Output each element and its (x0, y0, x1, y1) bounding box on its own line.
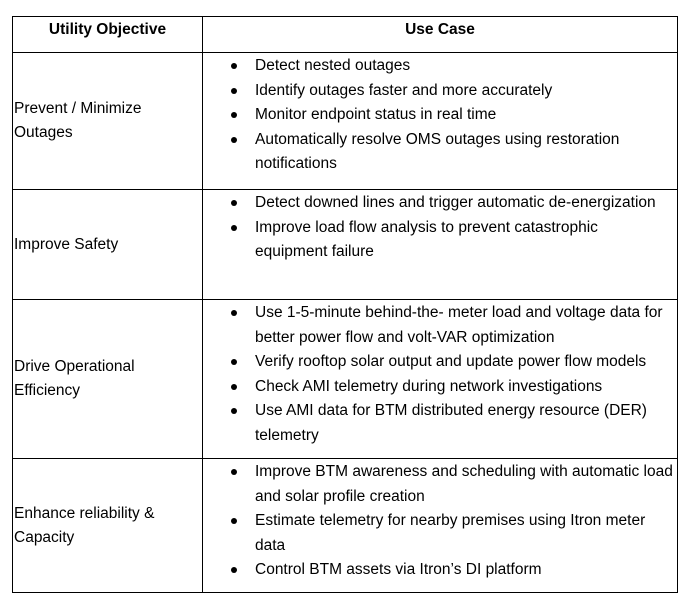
list-item: Monitor endpoint status in real time (203, 103, 673, 128)
use-case-text: Detect nested outages (255, 57, 411, 74)
bullet-icon (231, 224, 237, 231)
table-row: Improve Safety Detect downed lines and t… (12, 189, 678, 300)
use-case-text: Check AMI telemetry during network inves… (255, 377, 603, 395)
header-use-case: Use Case (202, 16, 678, 53)
use-case-list: Use 1-5-minute behind-the- meter load an… (203, 301, 673, 448)
objective-cell: Improve Safety (12, 189, 203, 300)
use-case-text: Use 1-5-minute behind-the- meter load an… (255, 304, 663, 346)
list-item: Detect downed lines and trigger automati… (203, 191, 673, 216)
use-case-list: Improve BTM awareness and scheduling wit… (203, 460, 673, 583)
list-item: Control BTM assets via Itron’s DI platfo… (203, 558, 673, 583)
use-case-text: Identify outages faster and more accurat… (255, 81, 553, 99)
use-case-text: Verify rooftop solar output and update p… (255, 353, 647, 370)
list-item: Estimate telemetry for nearby premises u… (203, 509, 673, 558)
use-case-text: Estimate telemetry for nearby premises u… (255, 512, 646, 554)
list-item: Automatically resolve OMS outages using … (203, 128, 673, 177)
bullet-icon (231, 383, 237, 390)
bullet-icon (231, 87, 237, 94)
use-case-list: Detect nested outages Identify outages f… (203, 54, 673, 177)
use-case-text: Monitor endpoint status in real time (255, 106, 497, 123)
list-item: Improve BTM awareness and scheduling wit… (203, 460, 673, 509)
list-item: Use AMI data for BTM distributed energy … (203, 399, 673, 448)
bullet-icon (231, 200, 237, 206)
use-case-cell: Use 1-5-minute behind-the- meter load an… (202, 299, 678, 459)
list-item: Detect nested outages (203, 54, 673, 79)
bullet-icon (231, 567, 237, 573)
objective-cell: Drive Operational Efficiency (12, 299, 203, 459)
bullet-icon (231, 112, 237, 118)
list-item: Check AMI telemetry during network inves… (203, 375, 673, 400)
use-case-cell: Detect nested outages Identify outages f… (202, 52, 678, 190)
objective-cell: Prevent / Minimize Outages (12, 52, 203, 190)
list-item: Verify rooftop solar output and update p… (203, 350, 673, 375)
objective-cell: Enhance reliability & Capacity (12, 458, 203, 593)
use-case-cell: Detect downed lines and trigger automati… (202, 189, 678, 300)
header-row: Utility Objective Use Case (12, 16, 678, 53)
bullet-icon (231, 518, 237, 524)
use-case-table: Utility Objective Use Case Prevent / Min… (12, 16, 678, 593)
use-case-list: Detect downed lines and trigger automati… (203, 191, 673, 265)
bullet-icon (231, 63, 237, 69)
use-case-text: Improve BTM awareness and scheduling wit… (255, 463, 673, 505)
bullet-icon (231, 359, 237, 365)
list-item: Use 1-5-minute behind-the- meter load an… (203, 301, 673, 350)
use-case-text: Control BTM assets via Itron’s DI platfo… (255, 561, 542, 578)
list-item: Improve load flow analysis to prevent ca… (203, 216, 673, 265)
bullet-icon (231, 136, 237, 143)
table-row: Prevent / Minimize Outages Detect nested… (12, 52, 678, 190)
use-case-text: Detect downed lines and trigger automati… (255, 194, 656, 211)
bullet-icon (231, 310, 237, 316)
bullet-icon (231, 408, 237, 414)
bullet-icon (231, 469, 237, 475)
table-row: Enhance reliability & Capacity Improve B… (12, 458, 678, 593)
table-row: Drive Operational Efficiency Use 1-5-min… (12, 299, 678, 459)
use-case-text: Automatically resolve OMS outages using … (255, 130, 620, 173)
use-case-text: Use AMI data for BTM distributed energy … (255, 402, 647, 444)
use-case-cell: Improve BTM awareness and scheduling wit… (202, 458, 678, 593)
list-item: Identify outages faster and more accurat… (203, 79, 673, 104)
header-objective: Utility Objective (12, 16, 203, 53)
use-case-text: Improve load flow analysis to prevent ca… (255, 218, 598, 261)
